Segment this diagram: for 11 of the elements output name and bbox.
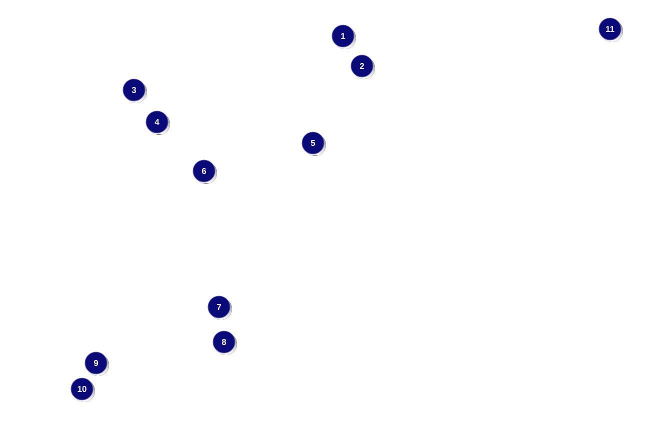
callout-number: 10 <box>70 378 95 402</box>
callout-number: 6 <box>192 160 217 184</box>
callout-number: 3 <box>122 78 147 103</box>
callout-number: 4 <box>146 110 170 135</box>
callout-number: 5 <box>302 132 326 156</box>
callout-number: 2 <box>350 54 375 79</box>
callout-number: 1 <box>332 24 356 49</box>
callout-number: 11 <box>598 18 623 42</box>
callout-number: 9 <box>84 352 109 376</box>
callout-number: 8 <box>212 330 237 355</box>
callout-number: 7 <box>208 296 232 320</box>
